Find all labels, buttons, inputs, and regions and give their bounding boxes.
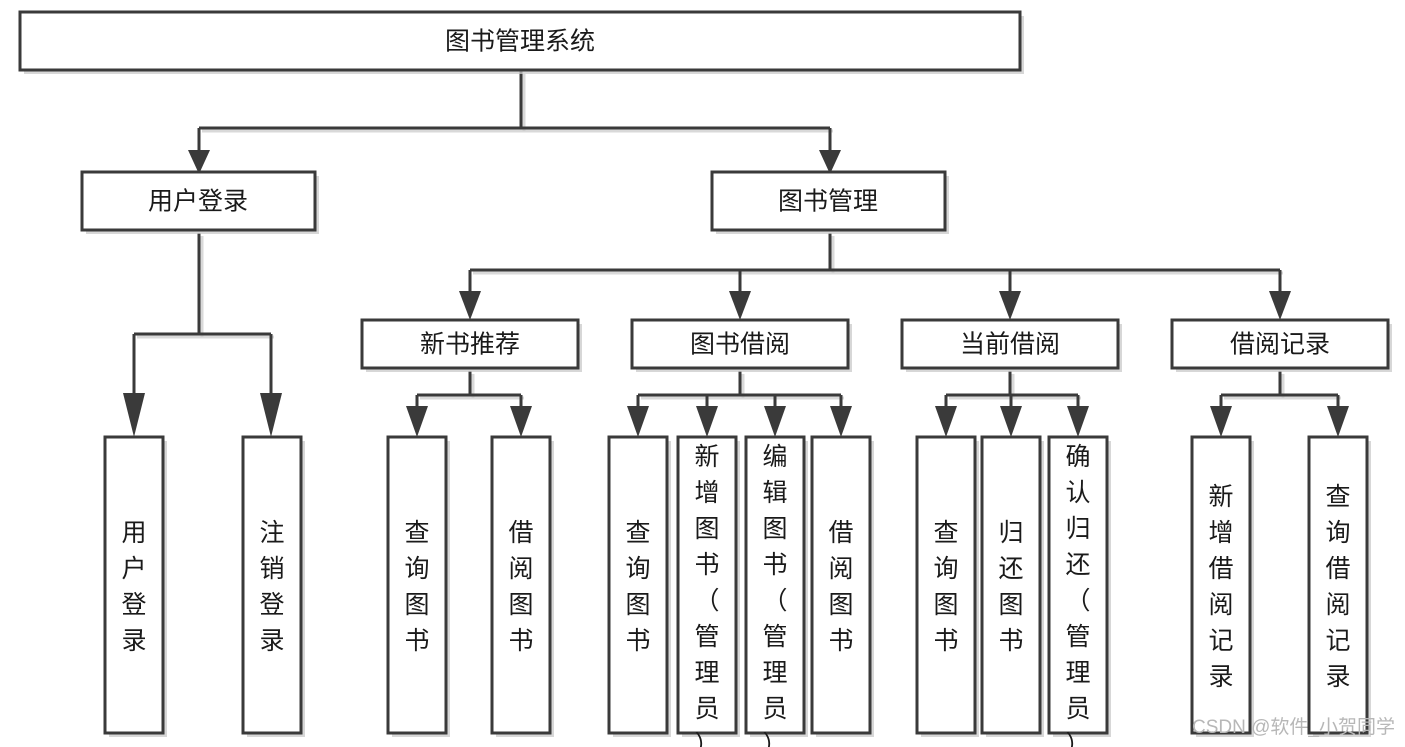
arrow-to-book-borrow <box>729 291 751 320</box>
connector-currentborrow-bus <box>944 393 1081 408</box>
node-leaf-add-record[interactable]: 新增借阅记录 <box>1190 435 1254 737</box>
node-leaf-confirm-return[interactable]: 确认归还（管理员） <box>1047 435 1111 747</box>
node-leaf-edit-book-label: 编辑图书（管理员） <box>762 443 787 747</box>
node-current-borrow-label: 当前借阅 <box>960 331 1060 359</box>
node-leaf-borrow-book-2[interactable]: 借阅图书 <box>810 435 874 737</box>
node-book-management-label: 图书管理 <box>778 188 878 216</box>
arrow-to-leaf-edit-book <box>764 406 786 437</box>
connector-level2-bus <box>468 268 1283 293</box>
node-book-management[interactable]: 图书管理 <box>710 170 949 234</box>
arrow-to-leaf-query-record <box>1327 406 1349 437</box>
arrow-to-current-borrow <box>999 291 1021 320</box>
node-leaf-query-book-2[interactable]: 查询图书 <box>607 435 671 737</box>
node-leaf-add-book[interactable]: 新增图书（管理员） <box>676 435 740 747</box>
arrow-to-leaf-user-login <box>123 393 145 437</box>
arrow-to-leaf-logout-login <box>260 393 282 437</box>
connector-newbook-bus <box>415 393 524 408</box>
node-leaf-add-record-label: 新增借阅记录 <box>1208 483 1233 691</box>
node-leaf-query-record-label: 查询借阅记录 <box>1325 483 1350 691</box>
node-root-label: 图书管理系统 <box>445 28 595 56</box>
arrow-to-leaf-query-book-2 <box>627 406 649 437</box>
arrow-to-leaf-query-book-1 <box>406 406 428 437</box>
node-leaf-edit-book[interactable]: 编辑图书（管理员） <box>744 435 808 747</box>
node-leaf-borrow-book-2-label: 借阅图书 <box>828 519 853 655</box>
arrow-to-leaf-confirm-return <box>1067 406 1089 437</box>
leaf-layer: 用户登录 注销登录 查询图书 借阅图书 查询图书 新增图书（管理员） 编辑图书（管理员） 借阅… <box>103 435 1371 747</box>
node-leaf-logout-login[interactable]: 注销登录 <box>241 435 305 737</box>
csdn-watermark: CSDN @软件_小贺同学 <box>1192 716 1395 738</box>
arrow-to-leaf-return-book <box>1000 406 1022 437</box>
arrow-to-leaf-add-record <box>1210 406 1232 437</box>
arrow-to-leaf-borrow-book-1 <box>510 406 532 437</box>
node-leaf-borrow-book-1-label: 借阅图书 <box>508 519 533 655</box>
connector-userlogin-bus <box>132 332 274 395</box>
connector-userlogin-stem <box>197 233 204 337</box>
node-new-book-recommend[interactable]: 新书推荐 <box>360 318 582 372</box>
connector-bookborrow-bus <box>636 393 844 408</box>
connector-bookmgmt-stem <box>828 233 835 273</box>
arrow-to-user-login <box>188 150 210 174</box>
node-leaf-return-book[interactable]: 归还图书 <box>980 435 1044 737</box>
node-user-login[interactable]: 用户登录 <box>80 170 319 234</box>
node-leaf-query-book-1[interactable]: 查询图书 <box>386 435 450 737</box>
connector-layer <box>123 71 1349 437</box>
node-new-book-recommend-label: 新书推荐 <box>420 331 520 359</box>
node-book-borrow-label: 图书借阅 <box>690 331 790 359</box>
arrow-to-leaf-query-book-3 <box>935 406 957 437</box>
node-leaf-return-book-label: 归还图书 <box>998 519 1023 655</box>
arrow-to-new-book-recommend <box>459 291 481 320</box>
arrow-to-leaf-borrow-book-2 <box>830 406 852 437</box>
connector-level1-bus <box>197 126 833 152</box>
node-current-borrow[interactable]: 当前借阅 <box>900 318 1122 372</box>
node-leaf-borrow-book-1[interactable]: 借阅图书 <box>490 435 554 737</box>
arrow-to-leaf-add-book <box>696 406 718 437</box>
node-leaf-user-login[interactable]: 用户登录 <box>103 435 167 737</box>
node-leaf-user-login-label: 用户登录 <box>121 519 146 655</box>
node-leaf-confirm-return-label: 确认归还（管理员） <box>1065 443 1090 747</box>
node-leaf-query-book-2-label: 查询图书 <box>625 519 650 655</box>
node-leaf-query-book-3[interactable]: 查询图书 <box>915 435 979 737</box>
node-book-borrow[interactable]: 图书借阅 <box>630 318 852 372</box>
arrow-to-book-management <box>819 150 841 174</box>
node-leaf-query-record[interactable]: 查询借阅记录 <box>1307 435 1371 737</box>
node-leaf-query-book-3-label: 查询图书 <box>933 519 958 655</box>
node-borrow-record-label: 借阅记录 <box>1230 331 1330 359</box>
node-user-login-label: 用户登录 <box>148 188 248 216</box>
connector-root-to-bus <box>519 71 526 131</box>
node-borrow-record[interactable]: 借阅记录 <box>1170 318 1392 372</box>
node-leaf-logout-login-label: 注销登录 <box>259 519 284 655</box>
node-leaf-add-book-label: 新增图书（管理员） <box>694 443 719 747</box>
connector-borrowrecord-bus <box>1219 393 1341 408</box>
arrow-to-borrow-record <box>1269 291 1291 320</box>
node-root[interactable]: 图书管理系统 <box>18 10 1024 74</box>
node-leaf-query-book-1-label: 查询图书 <box>404 519 429 655</box>
